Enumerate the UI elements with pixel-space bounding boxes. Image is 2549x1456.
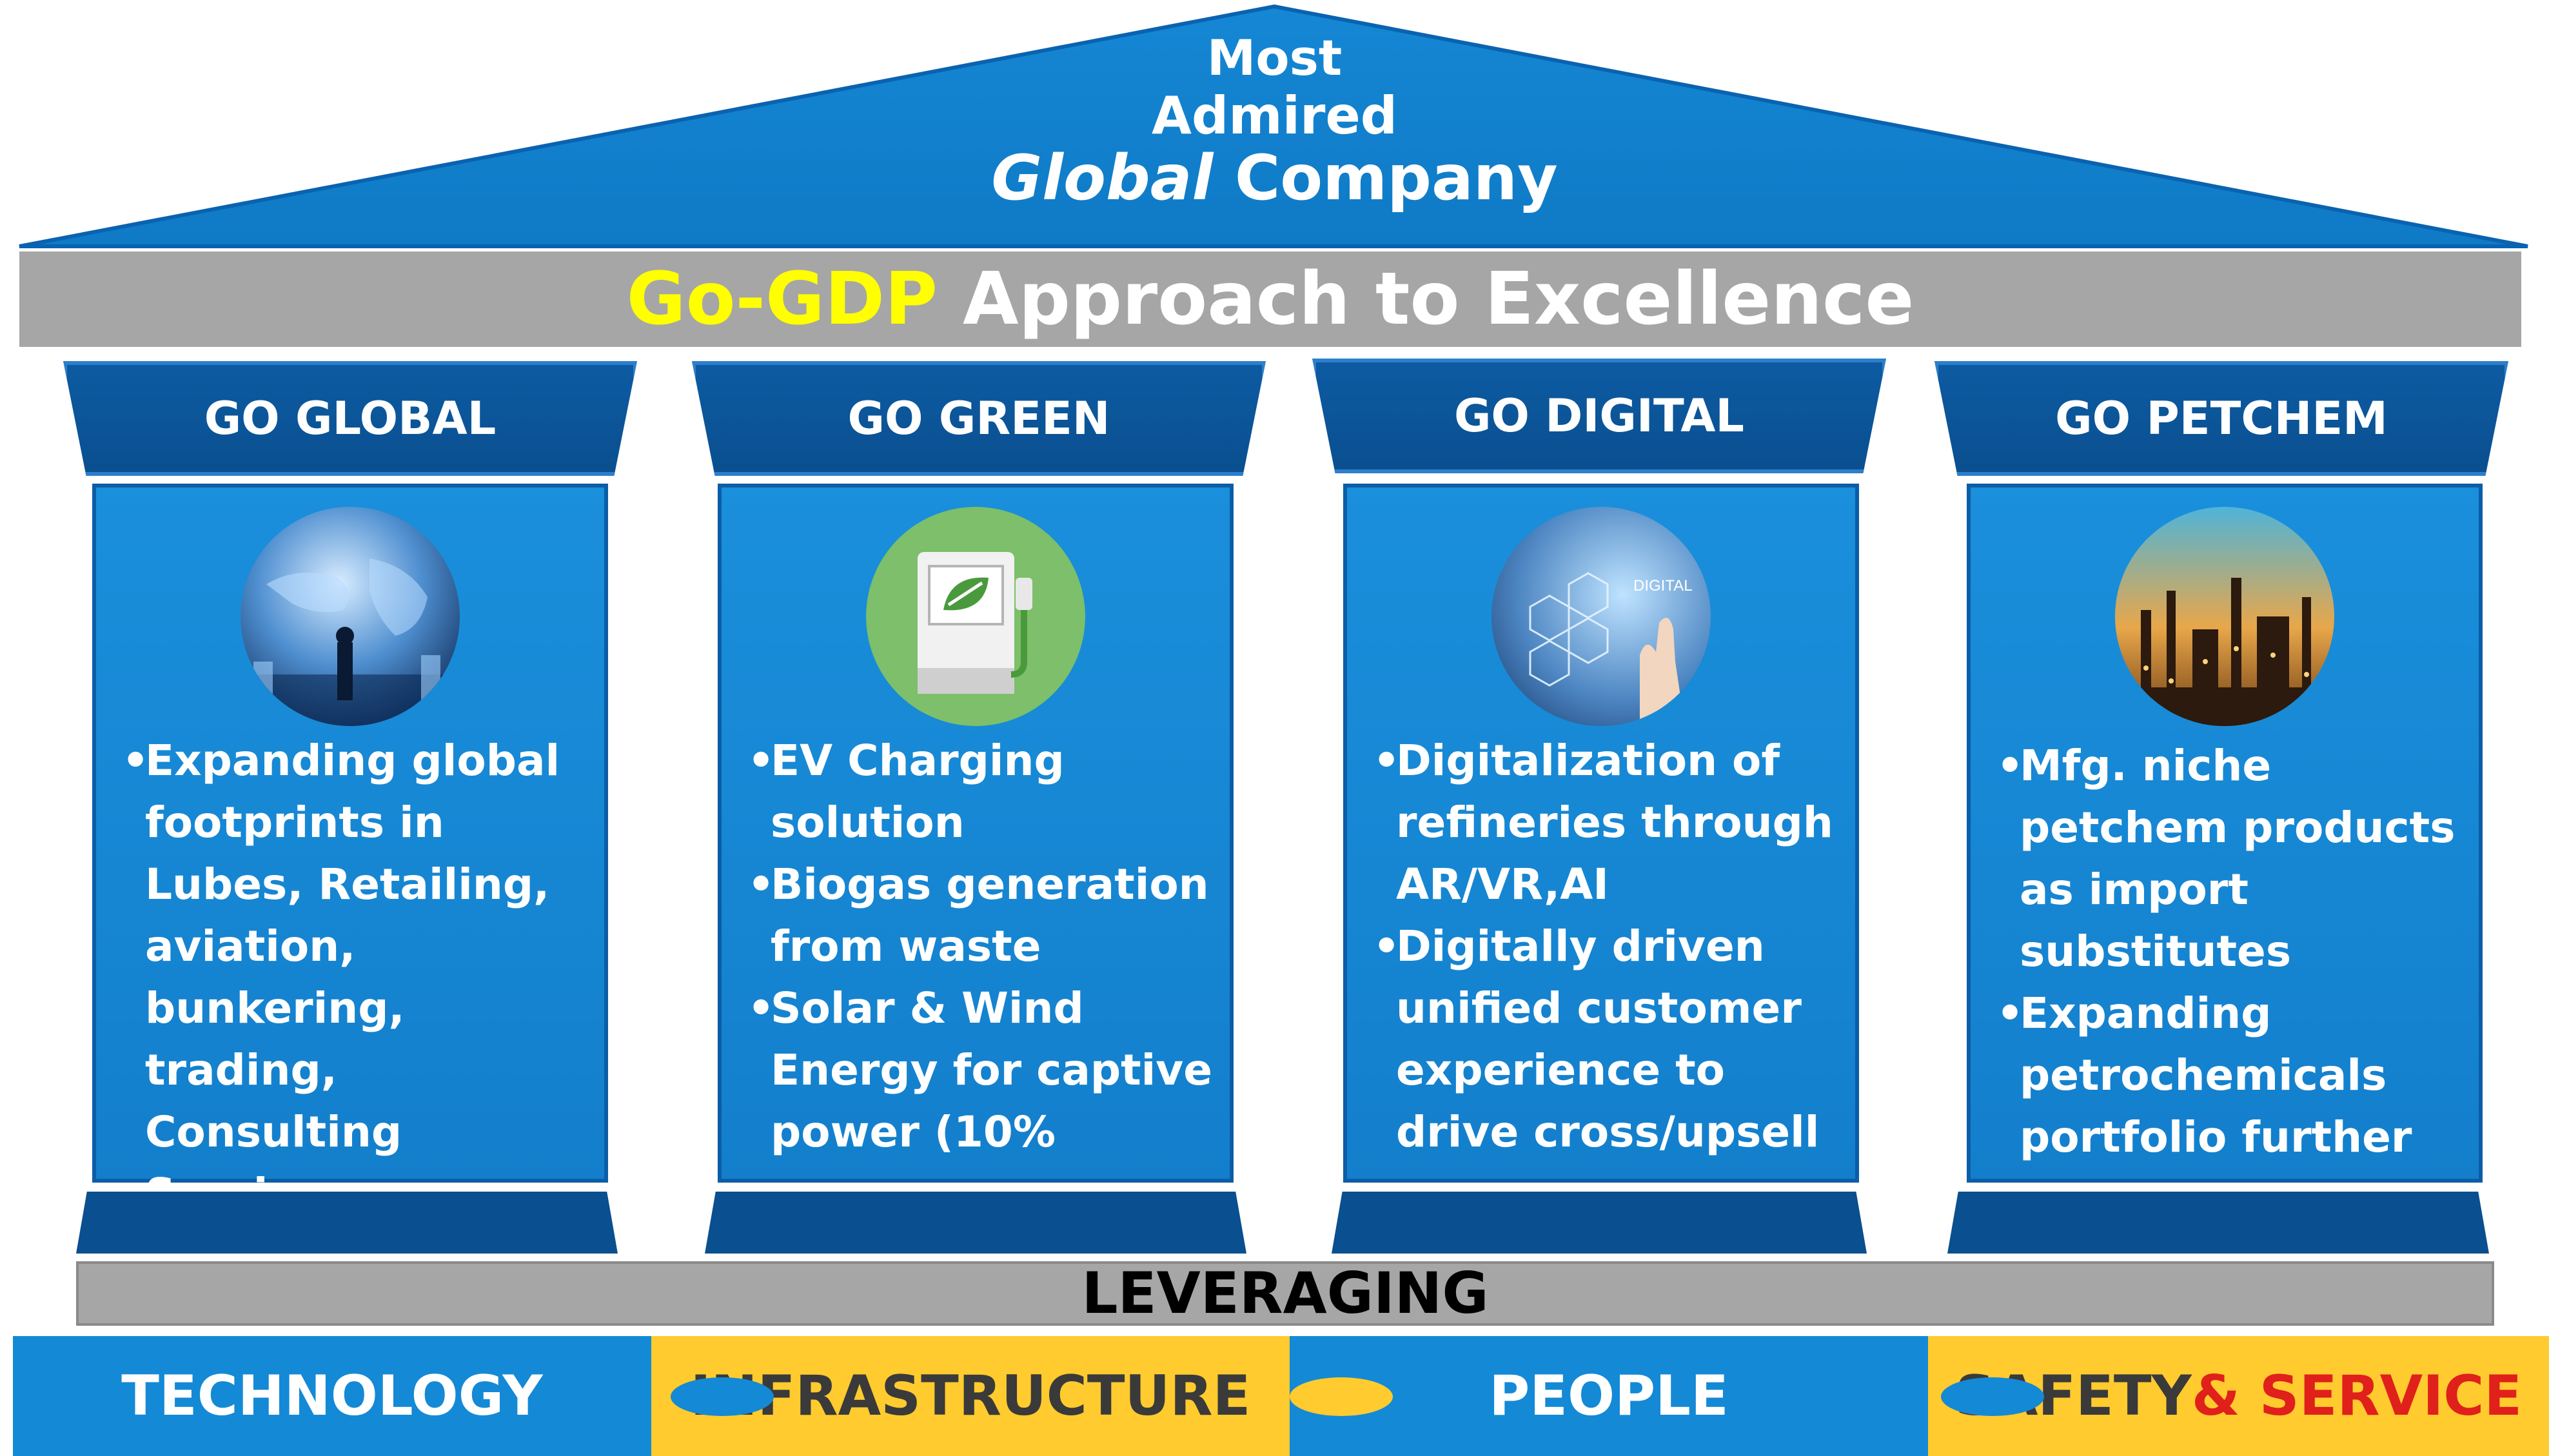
pillar-body-go-digital: DIGITAL Digitalization of refineries thr… bbox=[1343, 484, 1859, 1183]
pillar-body-go-green: EV Charging solution Biogas generation f… bbox=[718, 484, 1234, 1281]
banner-highlight: Go-GDP bbox=[626, 257, 938, 341]
roof-line-admired: Admired bbox=[1152, 86, 1397, 146]
pillar-cap-go-global: GO GLOBAL bbox=[63, 361, 637, 476]
pillar-title: GO GLOBAL bbox=[204, 392, 497, 445]
roof-pediment bbox=[19, 4, 2528, 248]
pillar-base-go-global bbox=[76, 1192, 618, 1254]
digital-label: DIGITAL bbox=[1633, 577, 1693, 595]
digital-hand-icon: DIGITAL bbox=[1491, 507, 1711, 726]
pillar-cap-go-petchem: GO PETCHEM bbox=[1934, 361, 2508, 476]
banner-title: Approach to Excellence bbox=[938, 257, 1914, 341]
roof-global-word: Global bbox=[991, 142, 1214, 214]
bullet: Expanding global footprints in Lubes, Re… bbox=[122, 730, 591, 1225]
pillar-base-go-green bbox=[705, 1192, 1246, 1254]
globe-icon bbox=[241, 507, 460, 726]
pillar-title: GO GREEN bbox=[847, 392, 1110, 445]
pillar-bullets: Digitalization of refineries through AR/… bbox=[1373, 730, 1842, 1163]
pillar-bullets: Mfg. niche petchem products as import su… bbox=[1996, 735, 2466, 1168]
roof-line-most: Most bbox=[1206, 29, 1343, 86]
pillar-title: GO PETCHEM bbox=[2055, 392, 2388, 445]
bullet: Biogas generation from waste bbox=[747, 854, 1217, 978]
foundation-label: TECHNOLOGY bbox=[121, 1364, 543, 1428]
refinery-icon bbox=[2115, 507, 2334, 726]
pillar-body-go-petchem: Mfg. niche petchem products as import su… bbox=[1967, 484, 2483, 1183]
foundation-technology: TECHNOLOGY bbox=[13, 1336, 651, 1456]
pillar-base-go-digital bbox=[1332, 1192, 1867, 1254]
pillar-title: GO DIGITAL bbox=[1453, 389, 1745, 442]
bullet: Digitally driven unified customer experi… bbox=[1373, 916, 1842, 1163]
bullet: Expanding petrochemicals portfolio furth… bbox=[1996, 983, 2466, 1168]
foundation-label: PEOPLE bbox=[1489, 1364, 1729, 1428]
leveraging-bar: LEVERAGING bbox=[76, 1261, 2494, 1326]
roof-company-word: Company bbox=[1213, 142, 1558, 214]
connector-tab bbox=[1941, 1377, 2044, 1416]
connector-tab bbox=[1290, 1377, 1393, 1416]
bullet: EV Charging solution bbox=[747, 730, 1217, 854]
pillar-base-go-petchem bbox=[1947, 1192, 2489, 1254]
ev-charger-leaf-icon bbox=[866, 507, 1085, 726]
foundation-label: INFRASTRUCTURE bbox=[690, 1364, 1251, 1428]
pillar-cap-go-green: GO GREEN bbox=[692, 361, 1266, 476]
bullet: Mfg. niche petchem products as import su… bbox=[1996, 735, 2466, 983]
approach-banner: Go-GDP Approach to Excellence bbox=[19, 251, 2521, 347]
pillar-body-go-global: Expanding global footprints in Lubes, Re… bbox=[92, 484, 608, 1404]
pillar-cap-go-digital: GO DIGITAL bbox=[1312, 359, 1886, 473]
foundation-people: PEOPLE bbox=[1290, 1336, 1928, 1456]
roof-line-global-company: Global Company bbox=[838, 147, 1711, 209]
connector-tab bbox=[671, 1377, 774, 1416]
foundation-label-service: & SERVICE bbox=[2191, 1364, 2523, 1428]
bullet: Digitalization of refineries through AR/… bbox=[1373, 730, 1842, 916]
